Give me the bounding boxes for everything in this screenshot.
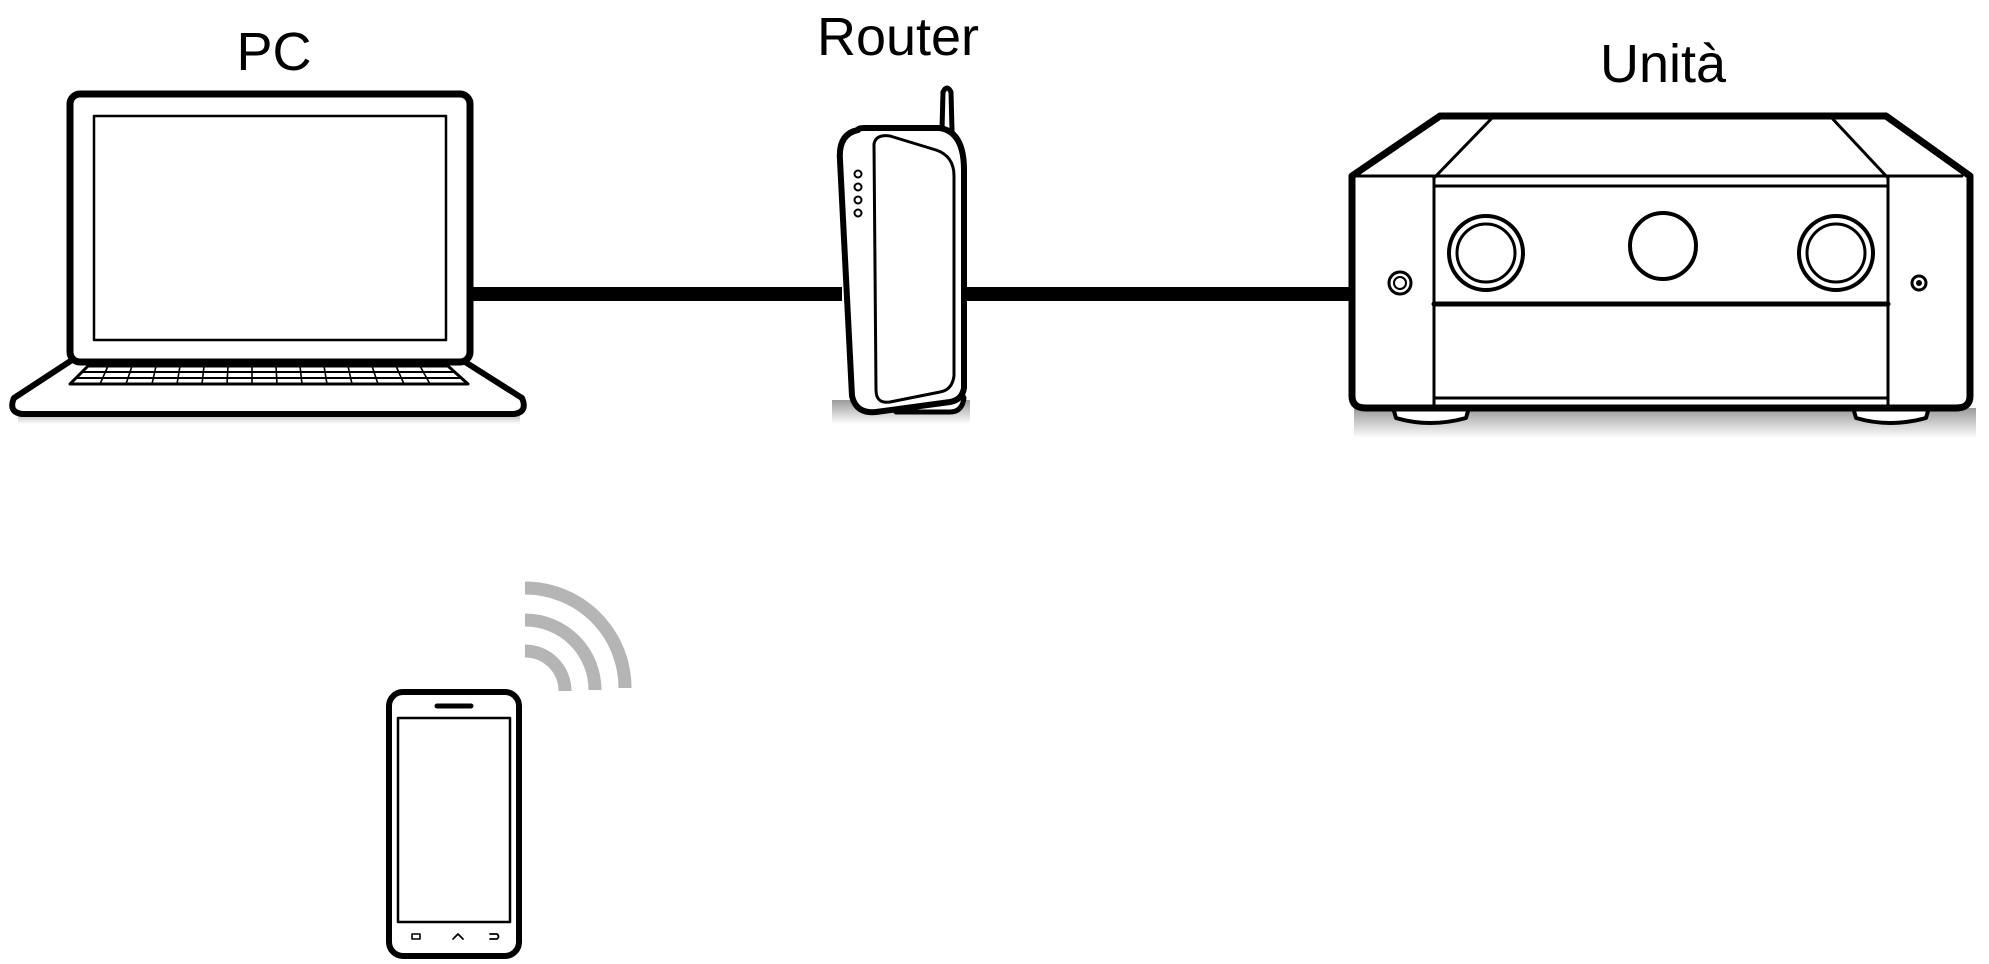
router-label: Router	[817, 7, 979, 67]
unit-right-knob	[1797, 214, 1875, 292]
unit-left-knob	[1447, 214, 1525, 292]
pc-label: PC	[236, 22, 311, 82]
av-receiver-icon	[1348, 112, 1976, 438]
laptop-keyboard	[68, 364, 470, 386]
router-icon	[832, 85, 970, 424]
laptop-screen	[92, 114, 448, 342]
router-leds	[853, 169, 863, 218]
phone-screen	[396, 716, 512, 924]
unit-center-knob	[1628, 211, 1698, 281]
laptop-icon	[9, 90, 527, 424]
wifi-signal-icon	[524, 581, 632, 692]
unit-label: Unità	[1600, 34, 1727, 94]
smartphone-icon	[386, 689, 522, 959]
phone-nav-buttons	[411, 933, 500, 940]
unit-headphone-jack	[1910, 274, 1928, 292]
unit-power-button	[1387, 270, 1413, 296]
